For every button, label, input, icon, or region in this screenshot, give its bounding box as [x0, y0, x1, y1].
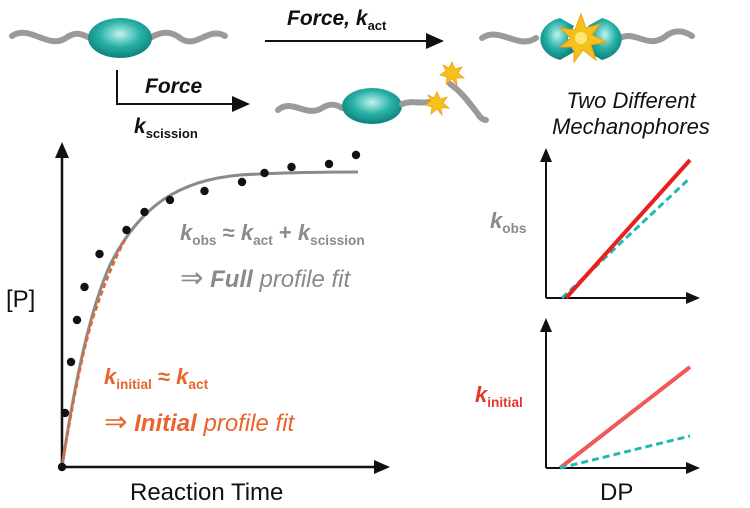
full-fit-label: ⇒ Full profile fit	[180, 264, 350, 292]
inset-bottom-ylabel-sub: initial	[487, 394, 523, 410]
eq-kinitial-approx: ≈	[157, 364, 171, 389]
inset-top-dashed-line	[560, 176, 692, 300]
data-point	[200, 186, 209, 196]
eq-kobs-sub: obs	[192, 232, 217, 248]
eq-kinitial-kact-k: k	[176, 364, 189, 389]
data-point	[95, 249, 104, 259]
data-point	[165, 195, 175, 205]
inset-bottom-dashed-line	[559, 434, 691, 470]
main-plot	[55, 142, 390, 474]
data-point	[60, 408, 70, 418]
inset-kobs	[540, 148, 700, 304]
eq-kinitial-k: k	[104, 364, 117, 389]
scission-arrow	[116, 70, 250, 112]
eq-kact-k: k	[240, 220, 254, 245]
eq-kinitial-sub: initial	[116, 376, 152, 392]
data-point	[140, 207, 149, 217]
data-point	[66, 357, 76, 367]
data-point	[80, 282, 89, 292]
top-arrow-label: Force, kact	[287, 7, 386, 32]
data-point	[57, 462, 67, 472]
scission-k-subscript: scission	[145, 125, 198, 141]
scission-k-symbol: k	[134, 115, 146, 138]
data-point	[351, 150, 361, 160]
initial-fit-bold: Initial	[134, 410, 197, 437]
data-point	[72, 315, 82, 325]
eq-kact-sub: act	[253, 232, 273, 248]
right-title-line1: Two Different	[566, 88, 696, 113]
initial-fit-arrow-icon: ⇒	[104, 406, 128, 437]
eq-plus: +	[278, 220, 292, 245]
inset-kinitial	[540, 318, 700, 474]
eq-kscission-sub: scission	[310, 232, 365, 248]
top-k-symbol: k	[355, 7, 368, 30]
eq-kobs-approx: ≈	[222, 220, 235, 245]
inset-x-label: DP	[600, 479, 634, 506]
initial-fit-curve	[60, 239, 127, 468]
data-point	[122, 225, 131, 235]
data-point	[324, 159, 334, 169]
inset-bottom-solid-line	[558, 365, 692, 470]
top-k-subscript: act	[367, 17, 387, 33]
full-fit-rest: profile fit	[259, 266, 351, 293]
kobs-equation: kobs ≈ kact + kscission	[180, 220, 365, 248]
eq-kscission-k: k	[297, 220, 311, 245]
scission-force-label: Force	[145, 75, 203, 98]
initial-fit-rest: profile fit	[203, 410, 295, 437]
initial-fit-label: ⇒ Initial profile fit	[104, 408, 294, 436]
full-fit-arrow-icon: ⇒	[180, 262, 204, 293]
data-point	[260, 168, 269, 178]
polymer-activated-icon	[479, 12, 695, 64]
polymer-intact-icon	[9, 18, 228, 58]
inset-top-ylabel-sub: obs	[502, 220, 527, 236]
main-y-label: [P]	[6, 286, 36, 313]
main-x-label: Reaction Time	[130, 479, 284, 506]
inset-bottom-ylabel: kinitial	[475, 382, 523, 410]
eq-kinitial-kact-sub: act	[188, 376, 209, 392]
eq-kobs-k: k	[180, 220, 193, 245]
polymer-scission-icon	[275, 61, 489, 124]
data-point	[237, 177, 247, 187]
kinitial-equation: kinitial ≈ kact	[104, 364, 208, 392]
inset-top-solid-line	[564, 158, 692, 300]
scission-k-label: kscission	[134, 115, 198, 140]
right-title-line2: Mechanophores	[552, 114, 710, 139]
data-points	[57, 150, 361, 472]
inset-top-ylabel-k: k	[490, 208, 503, 233]
top-force-text: Force,	[287, 7, 351, 30]
data-point	[287, 162, 296, 172]
inset-top-ylabel: kobs	[490, 208, 526, 236]
inset-bottom-ylabel-k: k	[475, 382, 488, 407]
full-fit-bold: Full	[210, 266, 253, 293]
